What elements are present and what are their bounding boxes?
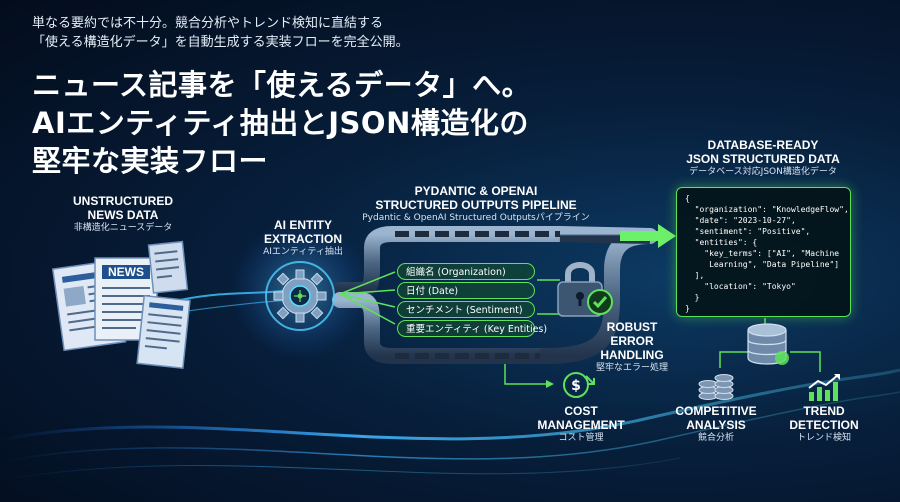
competitive-jp: 競合分析	[697, 433, 734, 443]
json-line: ],	[685, 271, 705, 280]
pipeline-en-1: PYDANTIC & OPENAI	[414, 184, 538, 198]
unstructured-jp: 非構造化ニュースデータ	[73, 223, 173, 233]
json-line: "organization": "KnowledgeFlow",	[685, 205, 849, 214]
title-line-1: ニュース記事を「使えるデータ」へ。	[32, 68, 532, 102]
json-line: }	[685, 293, 700, 302]
error-jp: 堅牢なエラー処理	[595, 363, 668, 373]
entity-tag-key-entities: 重要エンティティ (Key Entities)	[397, 320, 547, 337]
cost-jp: コスト管理	[558, 433, 604, 443]
svg-text:$: $	[571, 378, 581, 394]
json-line: "sentiment": "Positive",	[685, 227, 811, 236]
extraction-en-2: EXTRACTION	[264, 232, 342, 246]
trend-en-2: DETECTION	[789, 418, 859, 432]
news-paper-icon: NEWS	[51, 240, 191, 369]
entity-tag-sentiment: センチメント (Sentiment)	[397, 301, 535, 318]
cost-en-2: MANAGEMENT	[537, 418, 625, 432]
trend-en-1: TREND	[803, 404, 845, 418]
extraction-jp: AIエンティティ抽出	[263, 247, 343, 257]
trend-jp: トレンド検知	[796, 433, 851, 443]
error-en-1: ROBUST	[606, 320, 658, 334]
news-paper-label: NEWS	[108, 265, 144, 279]
title-line-2: AIエンティティ抽出とJSON構造化の	[32, 106, 529, 140]
json-line: "date": "2023-10-27",	[685, 216, 796, 225]
error-en-2: ERROR	[610, 334, 654, 348]
json-line: "key_terms": ["AI", "Machine	[685, 249, 840, 258]
trend-label: TREND DETECTION トレンド検知	[782, 404, 866, 445]
cost-en-1: COST	[564, 404, 598, 418]
json-output-panel: { "organization": "KnowledgeFlow", "date…	[676, 187, 851, 317]
pipeline-en-2: STRUCTURED OUTPUTS PIPELINE	[375, 198, 577, 212]
output-en-1: DATABASE-READY	[707, 138, 819, 152]
json-line: {	[685, 194, 690, 203]
page-subtitle: 単なる要約では不十分。競合分析やトレンド検知に直結する 「使える構造化データ」を…	[32, 14, 409, 52]
title-line-3: 堅牢な実装フロー	[32, 144, 269, 178]
entity-tag-date: 日付 (Date)	[397, 282, 535, 299]
output-jp: データベース対応JSON構造化データ	[689, 167, 837, 177]
gear-circuit-icon	[265, 261, 335, 331]
unstructured-en-1: UNSTRUCTURED	[73, 194, 173, 208]
trend-chart-icon	[808, 374, 840, 401]
extraction-label: AI ENTITY EXTRACTION AIエンティティ抽出	[248, 218, 358, 259]
pipeline-jp: Pydantic & OpenAI Structured Outputsパイプラ…	[362, 213, 590, 223]
coin-cost-icon: $	[563, 372, 595, 398]
json-line: }	[685, 304, 690, 313]
json-line: "entities": {	[685, 238, 758, 247]
coin-stack-icon	[698, 374, 734, 400]
unstructured-label: UNSTRUCTURED NEWS DATA 非構造化ニュースデータ	[58, 194, 188, 235]
json-line: "location": "Tokyo"	[685, 282, 796, 291]
pipeline-label: PYDANTIC & OPENAI STRUCTURED OUTPUTS PIP…	[356, 184, 596, 225]
competitive-en-2: ANALYSIS	[686, 418, 746, 432]
output-label: DATABASE-READY JSON STRUCTURED DATA データベ…	[668, 138, 858, 179]
json-line: Learning", "Data Pipeline"]	[685, 260, 840, 269]
output-en-2: JSON STRUCTURED DATA	[686, 152, 840, 166]
extraction-en-1: AI ENTITY	[273, 218, 332, 232]
page-title: ニュース記事を「使えるデータ」へ。 AIエンティティ抽出とJSON構造化の 堅牢…	[32, 66, 531, 180]
subtitle-line-1: 単なる要約では不十分。競合分析やトレンド検知に直結する	[32, 16, 384, 31]
error-en-3: HANDLING	[600, 348, 664, 362]
database-icon	[747, 323, 789, 365]
competitive-label: COMPETITIVE ANALYSIS 競合分析	[664, 404, 768, 445]
subtitle-line-2: 「使える構造化データ」を自動生成する実装フローを完全公開。	[32, 35, 409, 50]
error-handling-label: ROBUST ERROR HANDLING 堅牢なエラー処理	[592, 320, 672, 375]
padlock-check-icon	[557, 262, 613, 317]
competitive-en-1: COMPETITIVE	[675, 404, 757, 418]
cost-label: COST MANAGEMENT コスト管理	[536, 404, 626, 445]
entity-tag-organization: 組織名 (Organization)	[397, 263, 535, 280]
unstructured-en-2: NEWS DATA	[87, 208, 159, 222]
